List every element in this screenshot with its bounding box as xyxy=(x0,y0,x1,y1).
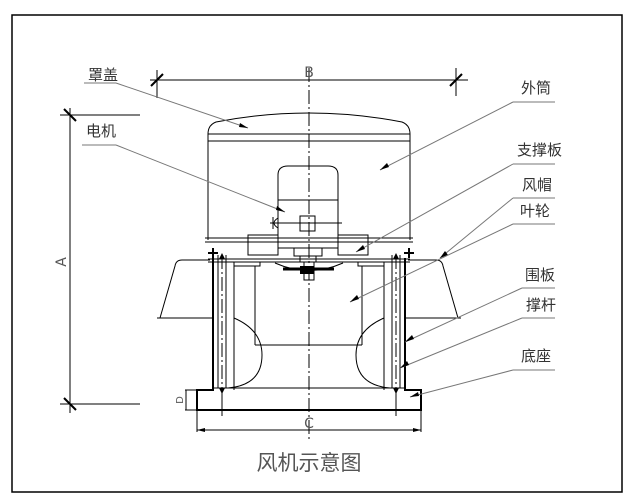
dimension-c-label: C xyxy=(304,416,314,432)
dimension-c: C xyxy=(196,410,422,432)
dimension-d-label: D xyxy=(175,396,186,404)
label-impeller: 叶轮 xyxy=(349,202,555,303)
outer-cylinder xyxy=(205,134,413,243)
label-wind-cap: 风帽 xyxy=(439,176,555,259)
support-rods xyxy=(208,248,414,395)
label-outer-cylinder-text: 外筒 xyxy=(521,79,551,97)
impeller xyxy=(274,261,344,281)
label-outer-cylinder: 外筒 xyxy=(379,79,555,171)
label-support-rod-text: 撑杆 xyxy=(526,296,556,314)
dimension-a: A xyxy=(54,108,140,413)
dimension-a-label: A xyxy=(54,257,70,267)
label-impeller-text: 叶轮 xyxy=(520,202,550,220)
inner-duct xyxy=(227,261,391,390)
label-support-plate: 支撑板 xyxy=(355,141,562,253)
dimension-b: B xyxy=(150,65,468,98)
hood xyxy=(207,112,411,142)
dimension-b-label: B xyxy=(304,65,314,81)
base xyxy=(196,387,422,416)
label-support-plate-text: 支撑板 xyxy=(517,141,562,159)
motor xyxy=(270,165,342,263)
label-base: 底座 xyxy=(409,347,555,398)
drawing-frame xyxy=(11,14,623,493)
label-hood: 罩盖 xyxy=(84,66,249,129)
label-hood-text: 罩盖 xyxy=(88,66,118,84)
label-motor: 电机 xyxy=(82,122,286,213)
label-wind-cap-text: 风帽 xyxy=(522,176,552,194)
label-base-text: 底座 xyxy=(521,347,551,365)
dimension-d: D xyxy=(175,389,197,411)
label-support-rod: 撑杆 xyxy=(399,296,556,369)
enclosure-plate xyxy=(212,258,406,390)
label-enclosure-plate-text: 围板 xyxy=(525,266,555,284)
label-motor-text: 电机 xyxy=(86,122,116,140)
label-enclosure-plate: 围板 xyxy=(404,266,555,343)
diagram-title: 风机示意图 xyxy=(257,451,362,475)
